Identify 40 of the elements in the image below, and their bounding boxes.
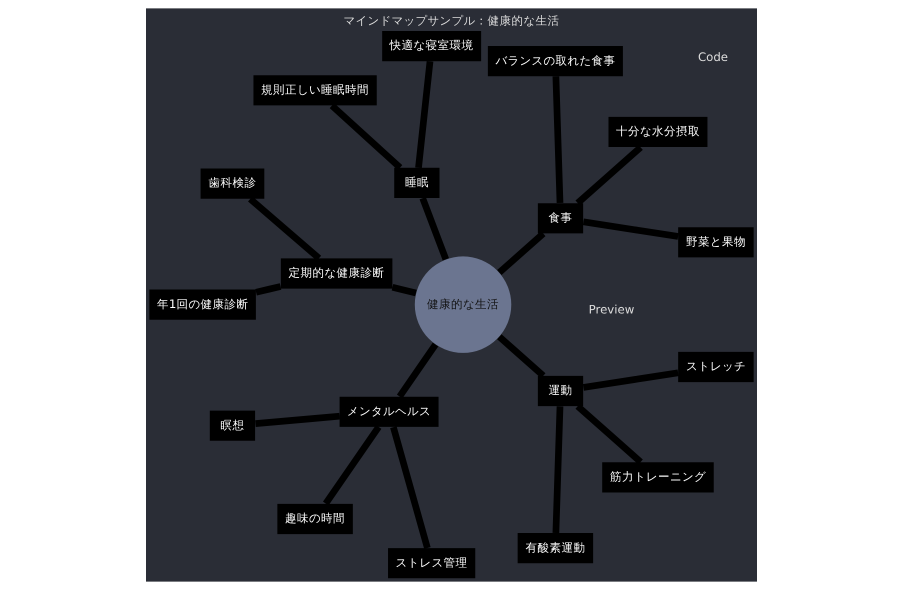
node-box: 快適な寝室環境 — [382, 31, 482, 62]
connector — [552, 76, 564, 204]
node-box: ストレス管理 — [388, 548, 476, 578]
connector — [575, 144, 643, 206]
connector — [497, 334, 546, 378]
connector — [415, 60, 434, 168]
label: Preview — [588, 302, 634, 317]
connector — [575, 404, 643, 464]
connector — [255, 283, 282, 296]
node-box: 規則正しい睡眠時間 — [253, 75, 377, 106]
connector — [392, 284, 417, 296]
connector — [255, 412, 340, 427]
label: Code — [698, 50, 728, 64]
node-box: 歯科検診 — [200, 168, 264, 199]
node-box: 年1回の健康診断 — [149, 290, 256, 320]
node-box: ストレッチ — [678, 352, 754, 382]
connector — [582, 218, 679, 240]
connector — [497, 231, 546, 275]
connector — [322, 425, 382, 506]
node-box: 十分な水分摂取 — [608, 116, 708, 148]
node-box: 食事 — [538, 203, 584, 234]
diagram-title: マインドマップサンプル：健康的な生活 — [343, 13, 560, 28]
node-box: 瞑想 — [210, 410, 256, 441]
node-box: 定期的な健康診断 — [280, 258, 392, 289]
node-box: 趣味の時間 — [277, 504, 353, 534]
connector — [248, 196, 322, 261]
connector — [552, 406, 564, 534]
node-box: 運動 — [538, 376, 584, 406]
node-box: メンタルヘルス — [340, 396, 439, 427]
connector — [390, 426, 431, 549]
connector — [582, 370, 679, 391]
node-circle: 健康的な生活 — [414, 256, 512, 353]
node-box: バランスの取れた食事 — [488, 46, 623, 76]
connector — [420, 197, 449, 260]
node-box: 睡眠 — [394, 168, 440, 198]
node-box: 有酸素運動 — [518, 533, 594, 564]
node-box: 野菜と果物 — [678, 227, 754, 258]
connector — [330, 103, 402, 170]
node-box: 筋力トレーニング — [602, 462, 714, 492]
connector — [396, 342, 438, 398]
